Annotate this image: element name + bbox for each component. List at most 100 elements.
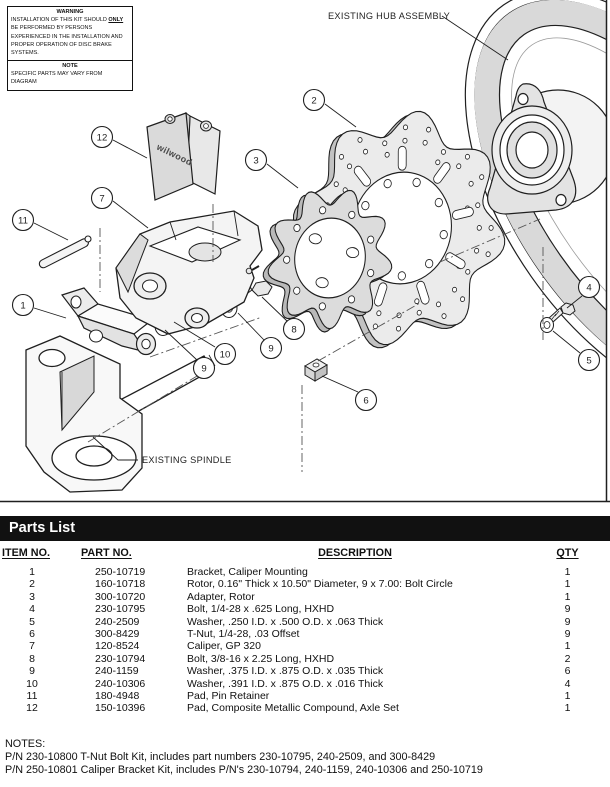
item-no-cell: 9 (29, 665, 35, 678)
callout-4: 4 (577, 275, 601, 299)
description-cell: Bolt, 1/4-28 x .625 Long, HXHD (187, 603, 335, 616)
bleed-screw (245, 267, 253, 275)
callout-1: 1 (11, 293, 35, 317)
description-cell: Washer, .375 I.D. x .875 O.D. x .035 Thi… (187, 665, 384, 678)
parts-list-title: Parts List (9, 520, 76, 536)
description-cell: Rotor, 0.16" Thick x 10.50" Diameter, 9 … (187, 578, 453, 591)
spindle (25, 335, 216, 493)
part-no-cell: 300-8429 (95, 627, 140, 640)
warning-body: INSTALLATION OF THIS KIT SHOULD ONLY BE … (11, 17, 124, 56)
callout-12: 12 (90, 125, 114, 149)
parts-list-title-bar: Parts List (0, 516, 610, 541)
qty-cell: 1 (564, 702, 571, 715)
parts-table-header: ITEM NO. PART NO. DESCRIPTION QTY (0, 547, 610, 566)
callout-9a: 9 (259, 336, 283, 360)
description-cell: Bolt, 3/8-16 x 2.25 Long, HXHD (187, 652, 335, 665)
callout-6: 6 (354, 388, 378, 412)
item-no-cell: 7 (29, 640, 35, 653)
qty-cell: 1 (564, 578, 571, 591)
item-no-cell: 6 (29, 627, 35, 640)
svg-text:3: 3 (253, 156, 258, 167)
description-cell: Washer, .250 I.D. x .500 O.D. x .063 Thi… (187, 615, 384, 628)
col-header-part-no: PART NO. (81, 547, 132, 559)
sheet-border (0, 0, 610, 503)
callout-8: 8 (282, 317, 306, 341)
exploded-diagram: wilwood (0, 0, 610, 503)
callout-11: 11 (11, 208, 35, 232)
bolt-4 (548, 302, 576, 323)
svg-text:5: 5 (586, 356, 591, 367)
qty-cell: 1 (564, 689, 571, 702)
hub-assembly (464, 0, 606, 410)
part-no-cell: 240-1159 (95, 665, 139, 678)
description-cell: Bracket, Caliper Mounting (187, 566, 308, 578)
warning-only-emphasis: ONLY (108, 17, 124, 23)
qty-cell: 1 (564, 566, 571, 578)
washer-5 (540, 317, 554, 333)
part-no-cell: 250-10719 (95, 566, 146, 578)
svg-text:8: 8 (291, 325, 296, 336)
item-no-cell: 11 (26, 689, 38, 702)
table-row: 4 230-10795 Bolt, 1/4-28 x .625 Long, HXHD… (0, 603, 610, 615)
qty-cell: 4 (564, 677, 571, 690)
part-no-cell: 230-10795 (95, 603, 146, 616)
hub-lug-hole (555, 193, 567, 207)
item-no-cell: 4 (29, 603, 35, 616)
t-nut (304, 358, 328, 382)
part-no-cell: 180-4948 (95, 689, 140, 702)
spindle-label: EXISTING SPINDLE (142, 455, 232, 465)
notes-block: NOTES: P/N 230-10800 T-Nut Bolt Kit, inc… (5, 738, 483, 777)
rotor-adapter (262, 189, 393, 333)
qty-cell: 2 (564, 652, 571, 665)
svg-text:1: 1 (20, 301, 25, 312)
col-header-item-no: ITEM NO. (2, 547, 50, 559)
bracket-ear-hole (70, 295, 82, 309)
qty-cell: 6 (564, 665, 571, 678)
description-cell: Pad, Composite Metallic Compound, Axle S… (187, 702, 399, 715)
center-lines (87, 204, 544, 472)
notes-heading: NOTES: (5, 738, 46, 750)
spindle-ear-hole (38, 348, 66, 368)
leader-lines (33, 15, 583, 461)
part-no-cell: 240-2509 (95, 615, 140, 628)
part-no-cell: 120-8524 (95, 640, 140, 653)
hub-assembly-label: EXISTING HUB ASSEMBLY (328, 11, 450, 21)
item-no-cell: 8 (29, 652, 35, 665)
item-no-cell: 5 (29, 615, 35, 628)
warning-title: WARNING (56, 9, 84, 15)
item-no-cell: 12 (26, 702, 38, 715)
note-box: NOTE SPECIFIC PARTS MAY VARY FROM DIAGRA… (7, 60, 133, 91)
callout-5: 5 (577, 348, 601, 372)
description-cell: Washer, .391 I.D. x .875 O.D. x .016 Thi… (187, 677, 384, 690)
callout-2: 2 (302, 88, 326, 112)
part-no-cell: 150-10396 (95, 702, 146, 715)
qty-cell: 9 (564, 627, 571, 640)
table-row: 12 150-10396 Pad, Composite Metallic Compo… (0, 702, 610, 714)
table-row: 5 240-2509 Washer, .250 I.D. x .500 O.D. x… (0, 616, 610, 628)
callout-3: 3 (244, 148, 268, 172)
svg-text:12: 12 (97, 133, 108, 144)
description-cell: T-Nut, 1/4-28, .03 Offset (187, 627, 300, 640)
parts-table: ITEM NO. PART NO. DESCRIPTION QTY 1 250-1… (0, 547, 610, 715)
part-no-cell: 160-10718 (95, 578, 146, 591)
pad-pin-retainer (38, 235, 92, 269)
svg-text:6: 6 (363, 396, 368, 407)
callout-7: 7 (90, 186, 114, 210)
col-header-description: DESCRIPTION (318, 547, 392, 559)
svg-text:10: 10 (220, 350, 231, 361)
svg-text:7: 7 (99, 194, 104, 205)
svg-text:4: 4 (586, 283, 592, 294)
note-title: NOTE (62, 63, 78, 69)
qty-cell: 9 (564, 603, 571, 616)
note-body: SPECIFIC PARTS MAY VARY FROM DIAGRAM (11, 71, 103, 86)
warning-box: WARNING INSTALLATION OF THIS KIT SHOULD … (7, 6, 133, 62)
